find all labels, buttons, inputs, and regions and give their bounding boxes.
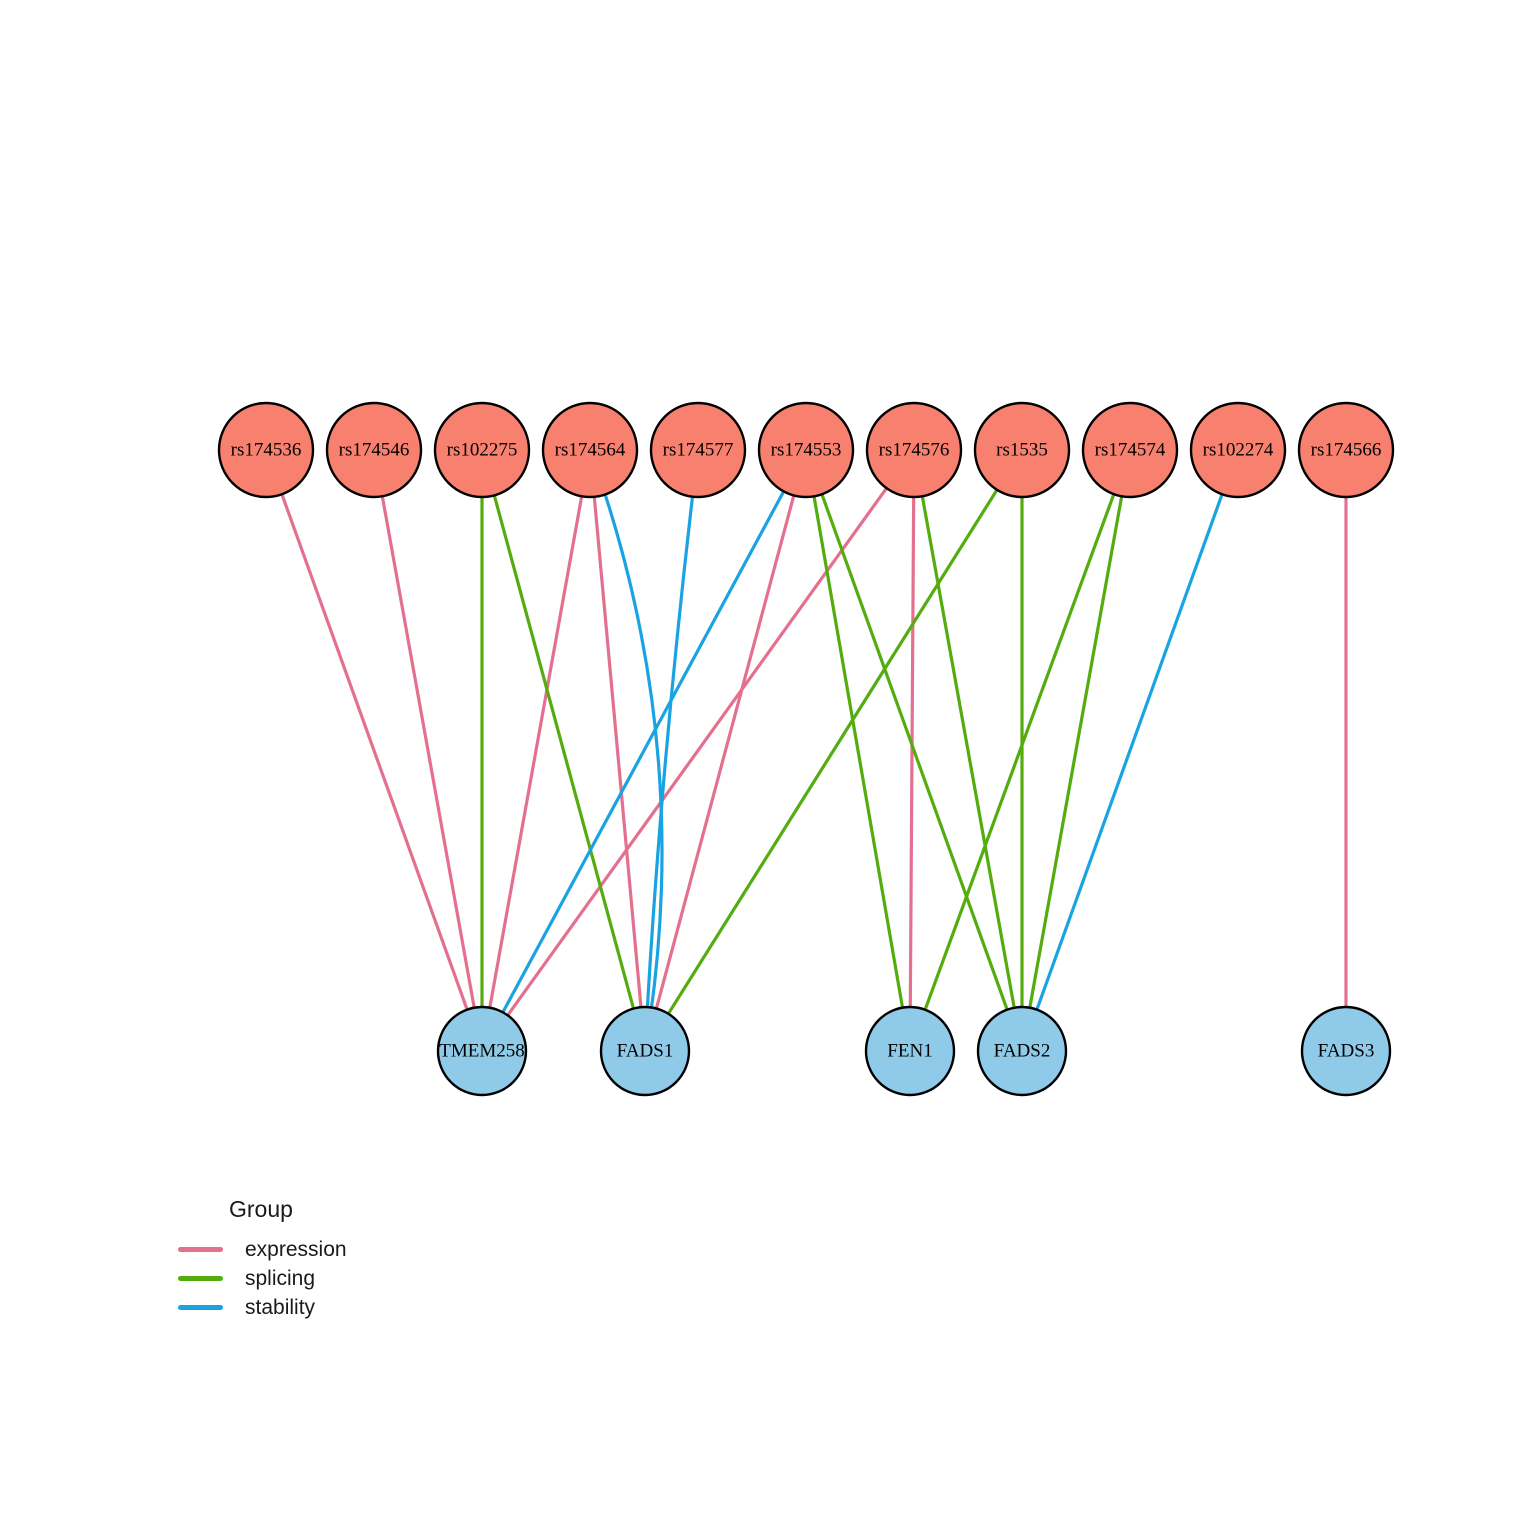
node-circle-rs174576 bbox=[865, 401, 963, 499]
node-circle-TMEM258 bbox=[436, 1005, 528, 1097]
node-label-rs174553: rs174553 bbox=[771, 440, 842, 461]
edge-rs174576-FADS2-splicing bbox=[912, 449, 1024, 1052]
node-FADS1: FADS1 bbox=[599, 1005, 691, 1097]
legend-item-label: stability bbox=[245, 1295, 316, 1319]
expression-swatch bbox=[178, 1247, 223, 1252]
node-label-FADS3: FADS3 bbox=[1318, 1041, 1375, 1062]
legend-item-stability: stability bbox=[178, 1293, 347, 1322]
edge-rs102274-FADS2-stability bbox=[1020, 449, 1240, 1052]
stability-swatch bbox=[178, 1305, 223, 1310]
legend-item-splicing: splicing bbox=[178, 1264, 347, 1293]
node-label-rs174546: rs174546 bbox=[339, 440, 410, 461]
edge-rs174574-FADS2-splicing bbox=[1020, 449, 1132, 1052]
legend-item-expression: expression bbox=[178, 1235, 347, 1264]
node-label-FADS2: FADS2 bbox=[994, 1041, 1051, 1062]
edge-rs1535-FADS1-splicing bbox=[643, 449, 1024, 1052]
edge-rs174553-FEN1-splicing bbox=[804, 449, 912, 1052]
node-circle-rs174553 bbox=[757, 401, 855, 499]
node-rs174577: rs174577 bbox=[649, 401, 747, 499]
node-circle-rs1535 bbox=[973, 401, 1071, 499]
node-circle-rs174536 bbox=[217, 401, 315, 499]
node-rs174553: rs174553 bbox=[757, 401, 855, 499]
edge-rs174574-FEN1-splicing bbox=[908, 449, 1132, 1052]
node-label-rs174577: rs174577 bbox=[663, 440, 734, 461]
edge-rs174553-TMEM258-stability bbox=[480, 449, 808, 1052]
node-circle-FADS2 bbox=[976, 1005, 1068, 1097]
node-label-rs102275: rs102275 bbox=[447, 440, 518, 461]
node-circle-FADS1 bbox=[599, 1005, 691, 1097]
edge-rs102275-FADS1-splicing bbox=[480, 449, 647, 1052]
edge-rs174577-FADS1-stability bbox=[643, 449, 700, 1052]
edge-rs174576-FEN1-expression bbox=[908, 449, 916, 1052]
node-circle-rs174574 bbox=[1081, 401, 1179, 499]
node-label-rs174564: rs174564 bbox=[555, 440, 626, 461]
node-label-rs174576: rs174576 bbox=[879, 440, 950, 461]
edge-rs174546-TMEM258-expression bbox=[372, 449, 484, 1052]
node-circle-rs174566 bbox=[1297, 401, 1395, 499]
node-rs102274: rs102274 bbox=[1189, 401, 1287, 499]
node-rs102275: rs102275 bbox=[433, 401, 531, 499]
node-FADS3: FADS3 bbox=[1300, 1005, 1392, 1097]
edge-rs174576-TMEM258-expression bbox=[480, 449, 916, 1052]
node-circle-FADS3 bbox=[1300, 1005, 1392, 1097]
node-label-rs174566: rs174566 bbox=[1311, 440, 1382, 461]
node-circle-rs102274 bbox=[1189, 401, 1287, 499]
node-label-FADS1: FADS1 bbox=[617, 1041, 674, 1062]
node-label-FEN1: FEN1 bbox=[887, 1041, 932, 1062]
node-circle-rs174546 bbox=[325, 401, 423, 499]
node-circle-rs174577 bbox=[649, 401, 747, 499]
node-FEN1: FEN1 bbox=[864, 1005, 956, 1097]
legend: Group expression splicing stability bbox=[178, 1196, 347, 1322]
node-label-rs174536: rs174536 bbox=[231, 440, 302, 461]
edge-rs174536-TMEM258-expression bbox=[264, 449, 484, 1052]
node-TMEM258: TMEM258 bbox=[436, 1005, 528, 1097]
node-rs174576: rs174576 bbox=[865, 401, 963, 499]
legend-title: Group bbox=[229, 1196, 293, 1222]
node-label-rs1535: rs1535 bbox=[996, 440, 1048, 461]
legend-item-label: splicing bbox=[245, 1266, 316, 1290]
node-rs174564: rs174564 bbox=[541, 401, 639, 499]
node-circle-rs174564 bbox=[541, 401, 639, 499]
node-FADS2: FADS2 bbox=[976, 1005, 1068, 1097]
node-rs1535: rs1535 bbox=[973, 401, 1071, 499]
edge-rs174564-TMEM258-expression bbox=[480, 449, 592, 1052]
edge-rs174564-FADS1-expression bbox=[588, 449, 647, 1052]
node-rs174566: rs174566 bbox=[1297, 401, 1395, 499]
legend-item-label: expression bbox=[245, 1237, 347, 1261]
splicing-swatch bbox=[178, 1276, 223, 1281]
node-rs174574: rs174574 bbox=[1081, 401, 1179, 499]
node-circle-rs102275 bbox=[433, 401, 531, 499]
node-circle-FEN1 bbox=[864, 1005, 956, 1097]
node-label-rs102274: rs102274 bbox=[1203, 440, 1274, 461]
edge-rs174553-FADS2-splicing bbox=[804, 449, 1024, 1052]
node-rs174536: rs174536 bbox=[217, 401, 315, 499]
edge-rs174553-FADS1-expression bbox=[643, 449, 808, 1052]
node-label-TMEM258: TMEM258 bbox=[439, 1041, 525, 1062]
edge-rs174564-FADS1-stability bbox=[588, 449, 664, 1052]
node-rs174546: rs174546 bbox=[325, 401, 423, 499]
node-label-rs174574: rs174574 bbox=[1095, 440, 1166, 461]
